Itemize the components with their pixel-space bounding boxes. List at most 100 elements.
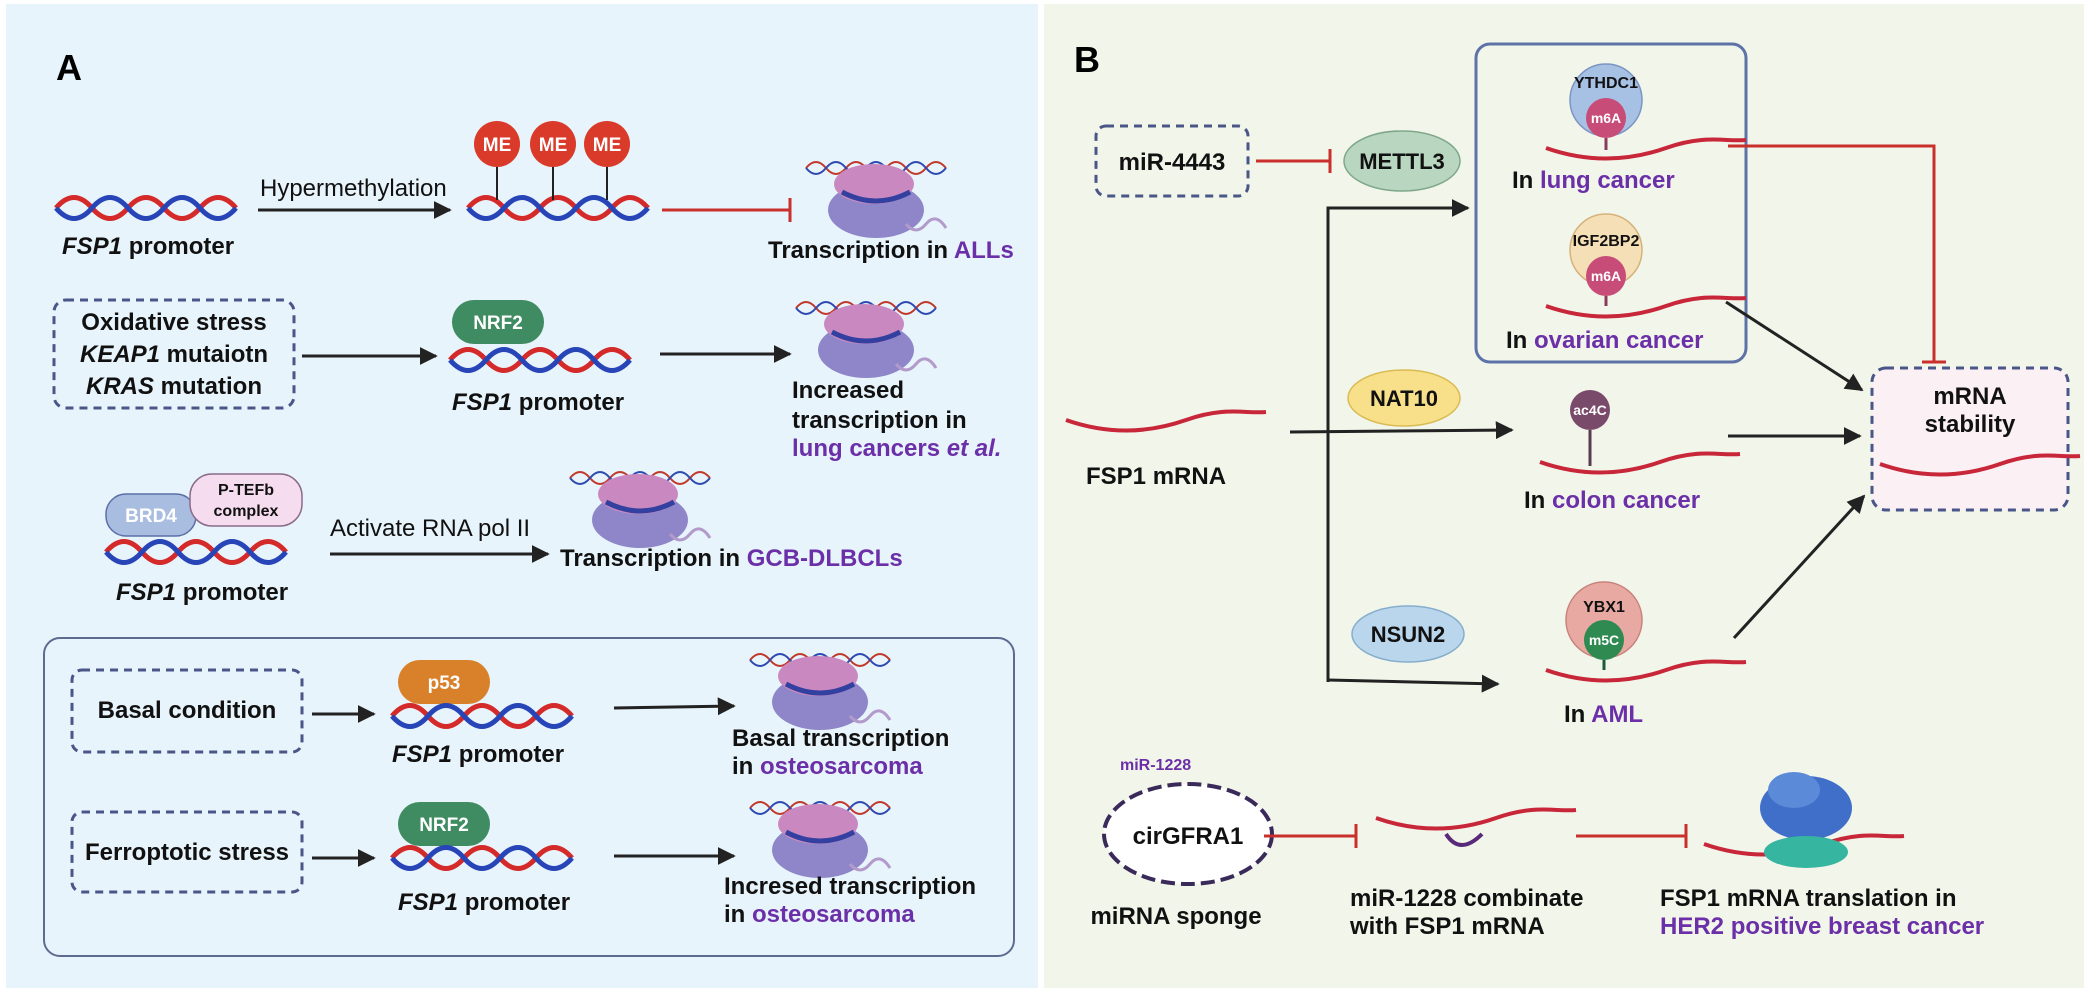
row1-outcome-highlight: ALLs bbox=[954, 237, 1014, 264]
row4-promoter-gene: FSP1 bbox=[392, 741, 452, 768]
row3-promoter-text: promoter bbox=[176, 579, 288, 606]
row3-ptefb-line1: P-TEFb bbox=[218, 482, 274, 499]
m6a-label: m6A bbox=[1591, 268, 1621, 284]
svg-text:In lung cancer: In lung cancer bbox=[1512, 167, 1675, 194]
ovarian-prefix: In bbox=[1506, 327, 1534, 354]
row3-arrow-label: Activate RNA pol II bbox=[330, 515, 530, 542]
ybx1-reader: YBX1 m5C bbox=[1565, 581, 1643, 670]
nat10-chip bbox=[1347, 369, 1461, 427]
igf2bp2-reader: IGF2BP2 m6A bbox=[1569, 213, 1643, 306]
row2-nrf2-label: NRF2 bbox=[473, 313, 523, 334]
colon-highlight: colon cancer bbox=[1552, 487, 1700, 514]
translation-highlight: HER2 positive breast cancer bbox=[1660, 913, 1984, 940]
svg-text:FSP1 promoter: FSP1 promoter bbox=[62, 233, 234, 260]
row1-promoter-text: promoter bbox=[122, 233, 234, 260]
row4-condition-box bbox=[70, 668, 304, 754]
row3-outcome-highlight: GCB-DLBCLs bbox=[747, 545, 903, 572]
lung-inhibit-line bbox=[1728, 144, 1946, 364]
mirna-binding-mrna bbox=[1374, 807, 1578, 847]
row1-arrow-label: Hypermethylation bbox=[260, 175, 447, 202]
row2-keap1-text: mutaiotn bbox=[160, 341, 268, 368]
svg-text:in osteosarcoma: in osteosarcoma bbox=[732, 753, 923, 780]
row2-outcome-1: Increased bbox=[792, 377, 904, 404]
me-marker bbox=[474, 121, 520, 167]
row4-p53-label: p53 bbox=[428, 673, 461, 694]
row5-condition: Ferroptotic stress bbox=[85, 839, 289, 866]
branching-arrows bbox=[1289, 199, 1514, 693]
row2-kras-text: mutation bbox=[154, 373, 262, 400]
me-label: ME bbox=[593, 135, 622, 156]
mir4443-label: miR-4443 bbox=[1119, 149, 1226, 176]
combine-line1: miR-1228 combinate bbox=[1350, 885, 1583, 912]
aml-prefix: In bbox=[1564, 701, 1591, 728]
translating-ribosome-icon bbox=[1702, 772, 1906, 868]
row4-promoter-text: promoter bbox=[452, 741, 564, 768]
fsp1-mrna-label: FSP1 mRNA bbox=[1086, 463, 1226, 490]
ac4c-label: ac4C bbox=[1573, 402, 1606, 418]
row2-promoter-text: promoter bbox=[512, 389, 624, 416]
aml-highlight: AML bbox=[1591, 701, 1643, 728]
mir1228-label: miR-1228 bbox=[1120, 757, 1191, 774]
row5-outcome-highlight: osteosarcoma bbox=[752, 901, 915, 928]
row1-outcome: Transcription in bbox=[768, 237, 954, 264]
panel-b-label: B bbox=[1074, 39, 1100, 80]
m6a-label: m6A bbox=[1591, 110, 1621, 126]
me-marker bbox=[584, 121, 630, 167]
translation-line1: FSP1 mRNA translation in bbox=[1660, 885, 1956, 912]
row4-outcome-1: Basal transcription bbox=[732, 725, 949, 752]
row5-promoter-gene: FSP1 bbox=[398, 889, 458, 916]
row5-promoter-text: promoter bbox=[458, 889, 570, 916]
combine-inhibit-line bbox=[1576, 824, 1688, 848]
row4-outcome-highlight: osteosarcoma bbox=[760, 753, 923, 780]
ythdc1-reader: YTHDC1 m6A bbox=[1569, 63, 1643, 150]
igf2bp2-label: IGF2BP2 bbox=[1573, 233, 1640, 250]
row3-ptefb-chip bbox=[189, 473, 303, 527]
panel-a-label: A bbox=[56, 47, 82, 88]
row4-condition: Basal condition bbox=[98, 697, 277, 724]
circ-rna-ring bbox=[1102, 782, 1274, 886]
row2-box-line1: Oxidative stress bbox=[81, 309, 266, 336]
row2-keap1: KEAP1 bbox=[80, 341, 160, 368]
row5-outcome-1: Incresed transcription bbox=[724, 873, 976, 900]
svg-text:FSP1 promoter: FSP1 promoter bbox=[398, 889, 570, 916]
sponge-label: miRNA sponge bbox=[1090, 903, 1261, 930]
m5c-label: m5C bbox=[1589, 632, 1619, 648]
svg-text:In colon cancer: In colon cancer bbox=[1524, 487, 1700, 514]
svg-text:FSP1 promoter: FSP1 promoter bbox=[392, 741, 564, 768]
row2-outcome-highlight: lung cancers bbox=[792, 435, 947, 462]
row5-condition-box bbox=[70, 810, 304, 894]
row3-ptefb-line2: complex bbox=[214, 503, 279, 520]
combine-line2: with FSP1 mRNA bbox=[1349, 913, 1545, 940]
row2-promoter-gene: FSP1 bbox=[452, 389, 512, 416]
m6a-group-box bbox=[1474, 42, 1748, 364]
mettl3-label: METTL3 bbox=[1359, 149, 1445, 174]
row5-nrf2-chip bbox=[398, 802, 490, 846]
me-marker bbox=[530, 121, 576, 167]
circ-inhibit-line bbox=[1264, 824, 1358, 848]
me-label: ME bbox=[539, 135, 568, 156]
nat10-label: NAT10 bbox=[1370, 386, 1438, 411]
svg-text:FSP1 promoter: FSP1 promoter bbox=[452, 389, 624, 416]
row4-p53-chip bbox=[398, 660, 490, 704]
row5-outcome-prefix: in bbox=[724, 901, 752, 928]
row2-outcome-2: transcription in bbox=[792, 407, 967, 434]
svg-text:Transcription in GCB-DLBCLs: Transcription in GCB-DLBCLs bbox=[560, 545, 903, 572]
row1-promoter: FSP1 promoter bbox=[56, 198, 236, 260]
svg-text:lung cancers et al.: lung cancers et al. bbox=[792, 435, 1001, 462]
ac4c-marker: ac4C bbox=[1570, 390, 1610, 466]
stability-line1: mRNA bbox=[1933, 383, 2006, 410]
mettl3-chip bbox=[1343, 130, 1461, 192]
svg-text:In ovarian cancer: In ovarian cancer bbox=[1506, 327, 1703, 354]
svg-text:FSP1 promoter: FSP1 promoter bbox=[116, 579, 288, 606]
osteosarcoma-group-box bbox=[43, 637, 1015, 957]
row1-inhibit-line bbox=[662, 198, 792, 222]
svg-text:in osteosarcoma: in osteosarcoma bbox=[724, 901, 915, 928]
ythdc1-label: YTHDC1 bbox=[1574, 75, 1638, 92]
ovarian-highlight: ovarian cancer bbox=[1534, 327, 1703, 354]
mir4443-inhibit-line bbox=[1256, 149, 1332, 173]
row3-brd4-label: BRD4 bbox=[125, 506, 177, 527]
row1-promoter-gene: FSP1 bbox=[62, 233, 122, 260]
ybx1-label: YBX1 bbox=[1583, 599, 1625, 616]
lung-prefix: In bbox=[1512, 167, 1540, 194]
